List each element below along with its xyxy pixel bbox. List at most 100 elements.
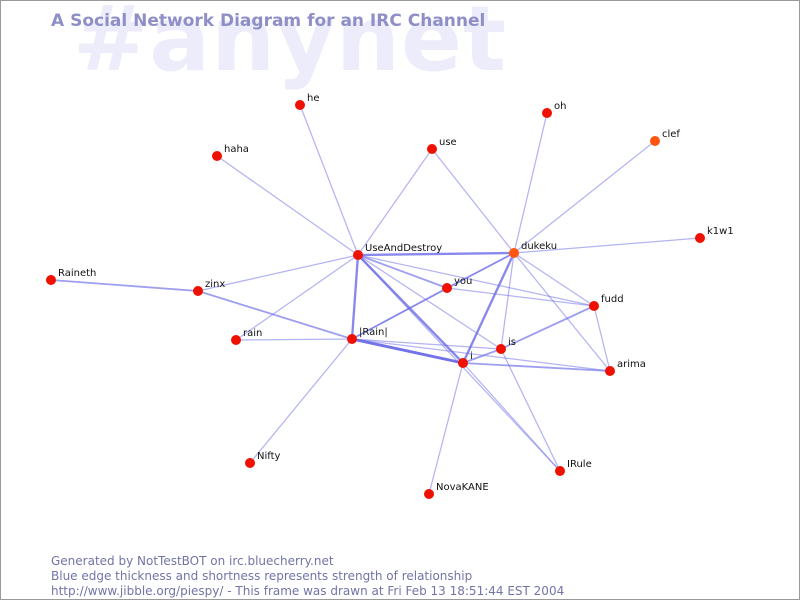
edge-clef-dukeku <box>513 140 656 254</box>
node-dot[interactable] <box>212 151 222 161</box>
edge-dukeku-arima <box>513 252 611 372</box>
node-dot[interactable] <box>295 100 305 110</box>
channel-watermark: #anynet <box>73 0 508 92</box>
node-k1w1[interactable]: k1w1 <box>695 226 734 243</box>
edge-is-fudd <box>500 305 595 350</box>
node-dot[interactable] <box>542 108 552 118</box>
edge-Raineth-zinx <box>50 279 199 292</box>
node-rain[interactable]: rain <box>231 328 262 345</box>
node-label: rain <box>243 328 262 339</box>
footer-frame-info: http://www.jibble.org/piespy/ - This fra… <box>51 584 565 598</box>
edge-dukeku-fudd <box>513 252 595 307</box>
node-label: IRule <box>567 459 592 470</box>
edge-fudd-arima <box>593 305 611 372</box>
node-he[interactable]: he <box>295 93 320 110</box>
edge-UseAndDestroy-dukeku <box>356 251 516 257</box>
node-label: arima <box>617 359 646 370</box>
node-label: Nifty <box>257 451 281 462</box>
page-title: A Social Network Diagram for an IRC Chan… <box>51 11 486 31</box>
edge-UseAndDestroy-rain <box>235 254 359 341</box>
node-arima[interactable]: arima <box>605 359 646 376</box>
node-label: he <box>307 93 320 104</box>
node-dot[interactable] <box>442 283 452 293</box>
edge-dukeku-is <box>500 252 515 350</box>
node-dot[interactable] <box>245 458 255 468</box>
node-dot[interactable] <box>555 466 565 476</box>
node-label: oh <box>554 101 566 112</box>
edge-rain-Rain <box>235 338 353 341</box>
node-dot[interactable] <box>605 366 615 376</box>
node-dot[interactable] <box>231 335 241 345</box>
edge-oh-dukeku <box>513 112 548 254</box>
node-dukeku[interactable]: dukeku <box>509 241 557 258</box>
edge-Rain-is <box>351 338 502 350</box>
node-dot[interactable] <box>193 286 203 296</box>
node-i[interactable]: i <box>458 351 473 368</box>
node-label: k1w1 <box>707 226 734 237</box>
footer: Generated by NotTestBOT on irc.bluecherr… <box>51 554 564 599</box>
edge-Rain-Nifty <box>249 338 353 464</box>
node-Rain[interactable]: |Rain| <box>347 327 388 344</box>
node-label: you <box>454 276 472 287</box>
edge-UseAndDestroy-fudd <box>357 254 595 307</box>
node-label: dukeku <box>521 241 557 252</box>
node-label: |Rain| <box>359 327 388 338</box>
node-dot[interactable] <box>46 275 56 285</box>
footer-generated-by: Generated by NotTestBOT on irc.bluecherr… <box>51 554 334 568</box>
node-dot[interactable] <box>458 358 468 368</box>
node-label: fudd <box>601 294 624 305</box>
node-NovaKANE[interactable]: NovaKANE <box>424 482 489 499</box>
node-dot[interactable] <box>347 334 357 344</box>
node-label: UseAndDestroy <box>365 243 442 254</box>
node-Nifty[interactable]: Nifty <box>245 451 281 468</box>
edge-use-dukeku <box>431 148 515 254</box>
edge-Rain-arima <box>351 338 611 372</box>
node-label: Raineth <box>58 268 96 279</box>
edge-you-fudd <box>446 287 595 307</box>
node-label: NovaKANE <box>436 482 489 493</box>
node-IRule[interactable]: IRule <box>555 459 592 476</box>
edge-is-IRule <box>500 348 561 472</box>
node-dot[interactable] <box>589 301 599 311</box>
node-dot[interactable] <box>695 233 705 243</box>
node-you[interactable]: you <box>442 276 472 293</box>
edge-layer <box>50 104 701 495</box>
node-label: is <box>508 337 516 348</box>
node-dot[interactable] <box>509 248 519 258</box>
node-is[interactable]: is <box>496 337 516 354</box>
edge-i-IRule <box>462 362 561 472</box>
node-label: haha <box>224 144 249 155</box>
edge-k1w1-dukeku <box>513 237 701 254</box>
node-dot[interactable] <box>650 136 660 146</box>
edge-use-UseAndDestroy <box>357 148 433 256</box>
edge-haha-UseAndDestroy <box>216 155 359 256</box>
node-label: use <box>439 137 457 148</box>
edge-Rain-i <box>350 337 465 365</box>
edge-UseAndDestroy-Rain <box>350 253 360 341</box>
node-dot[interactable] <box>427 144 437 154</box>
node-haha[interactable]: haha <box>212 144 249 161</box>
edge-i-NovaKANE <box>428 362 464 495</box>
edge-UseAndDestroy-you <box>357 254 448 289</box>
node-dot[interactable] <box>496 344 506 354</box>
edge-i-arima <box>462 362 611 372</box>
edge-i-is <box>462 348 502 364</box>
node-fudd[interactable]: fudd <box>589 294 624 311</box>
edge-dukeku-i <box>461 251 516 365</box>
node-label: clef <box>662 129 680 140</box>
edge-zinx-Rain <box>197 290 353 340</box>
node-use[interactable]: use <box>427 137 457 154</box>
node-Raineth[interactable]: Raineth <box>46 268 96 285</box>
node-zinx[interactable]: zinx <box>193 279 225 296</box>
node-oh[interactable]: oh <box>542 101 566 118</box>
node-dot[interactable] <box>424 489 434 499</box>
node-dot[interactable] <box>353 250 363 260</box>
node-label: zinx <box>205 279 225 290</box>
edge-UseAndDestroy-zinx <box>197 254 359 292</box>
node-clef[interactable]: clef <box>650 129 680 146</box>
edge-he-UseAndDestroy <box>299 104 359 256</box>
node-UseAndDestroy[interactable]: UseAndDestroy <box>353 243 442 260</box>
